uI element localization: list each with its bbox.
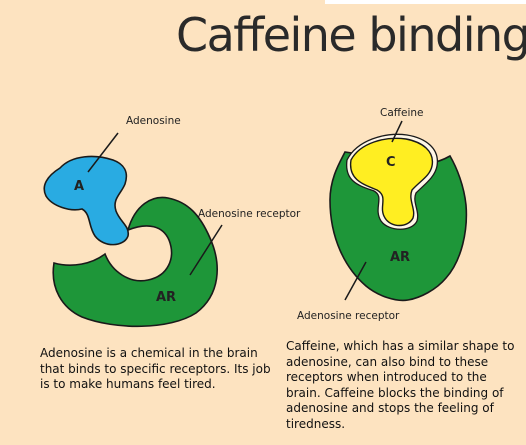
caffeine-receptor-label: Adenosine receptor xyxy=(297,310,400,322)
adenosine-receptor-leader-line xyxy=(189,224,223,276)
adenosine-letter: A xyxy=(74,179,85,194)
caffeine-shape xyxy=(349,137,434,227)
adenosine-receptor-letters: AR xyxy=(156,290,177,305)
caffeine-receptor-letters: AR xyxy=(390,250,411,265)
adenosine-receptor-label: Adenosine receptor xyxy=(198,208,301,220)
adenosine-leader-line xyxy=(87,132,119,173)
adenosine-description: Adenosine is a chemical in the brain tha… xyxy=(40,346,271,391)
adenosine-receptor-shape xyxy=(52,196,218,328)
caffeine-letter: C xyxy=(386,155,396,170)
caffeine-receptor-leader-line xyxy=(344,261,367,301)
caffeine-leader-line xyxy=(391,120,403,143)
top-edge-strip xyxy=(325,0,526,4)
adenosine-shape xyxy=(43,155,130,246)
caffeine-label: Caffeine xyxy=(380,107,424,119)
adenosine-label: Adenosine xyxy=(126,115,181,127)
page-title: Caffeine binding xyxy=(176,8,526,62)
caffeine-description: Caffeine, which has a similar shape to a… xyxy=(286,339,515,431)
